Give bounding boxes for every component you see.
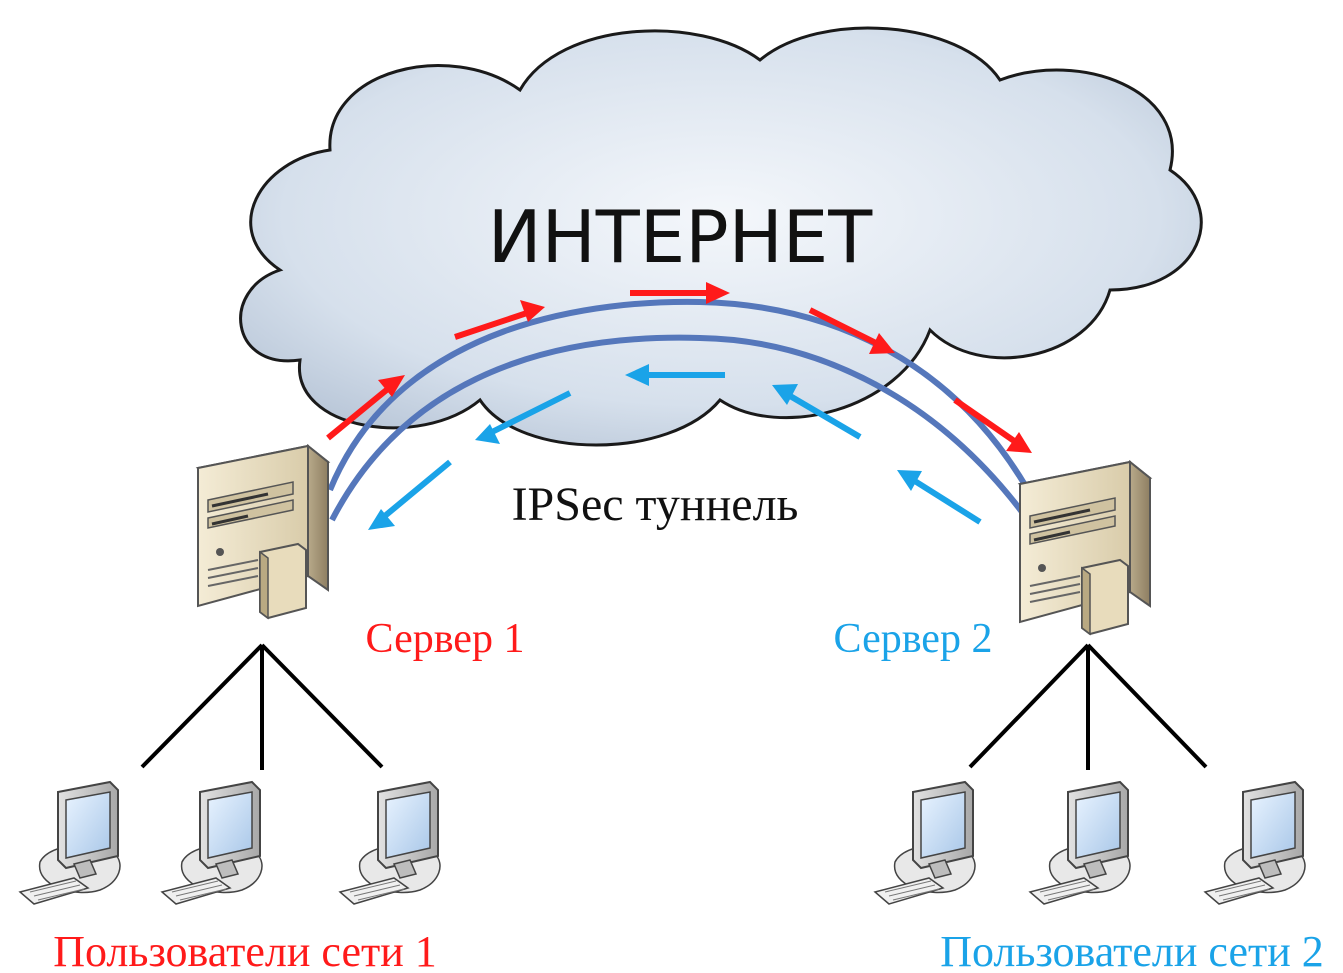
inbound-traffic-arrows [368,364,982,530]
cloud-label: ИНТЕРНЕТ [488,195,874,279]
inbound-arrow [772,384,862,440]
server-2-icon [1018,460,1152,636]
computer-icon [1204,781,1306,905]
computer-icon [19,781,121,905]
network-2-label: Пользователи сети 2 [940,927,1324,973]
computer-icon [1029,781,1131,905]
tunnel-label: IPSec туннель [512,478,799,531]
inbound-arrow [897,470,982,525]
server-1-icon [196,444,330,620]
tunnel-line-lower [329,334,1031,522]
outbound-arrow [454,300,545,340]
outbound-arrow [326,375,405,441]
computer-icon [874,781,976,905]
tunnel-line-upper [327,298,1028,492]
outbound-arrow [953,397,1032,453]
inbound-arrow [368,459,452,530]
computer-icon [339,781,441,905]
outbound-arrow [630,282,730,304]
inbound-arrow [475,390,572,444]
ipsec-tunnel [327,298,1031,522]
network-1-label: Пользователи сети 1 [53,927,437,973]
inbound-arrow [625,364,725,386]
outbound-traffic-arrows [326,282,1032,453]
server-2-label: Сервер 2 [834,616,993,662]
outbound-arrow [808,307,895,354]
network-2-links [968,643,1208,770]
server-1-label: Сервер 1 [366,616,525,662]
computer-icon [161,781,263,905]
network-1-links [140,643,384,770]
